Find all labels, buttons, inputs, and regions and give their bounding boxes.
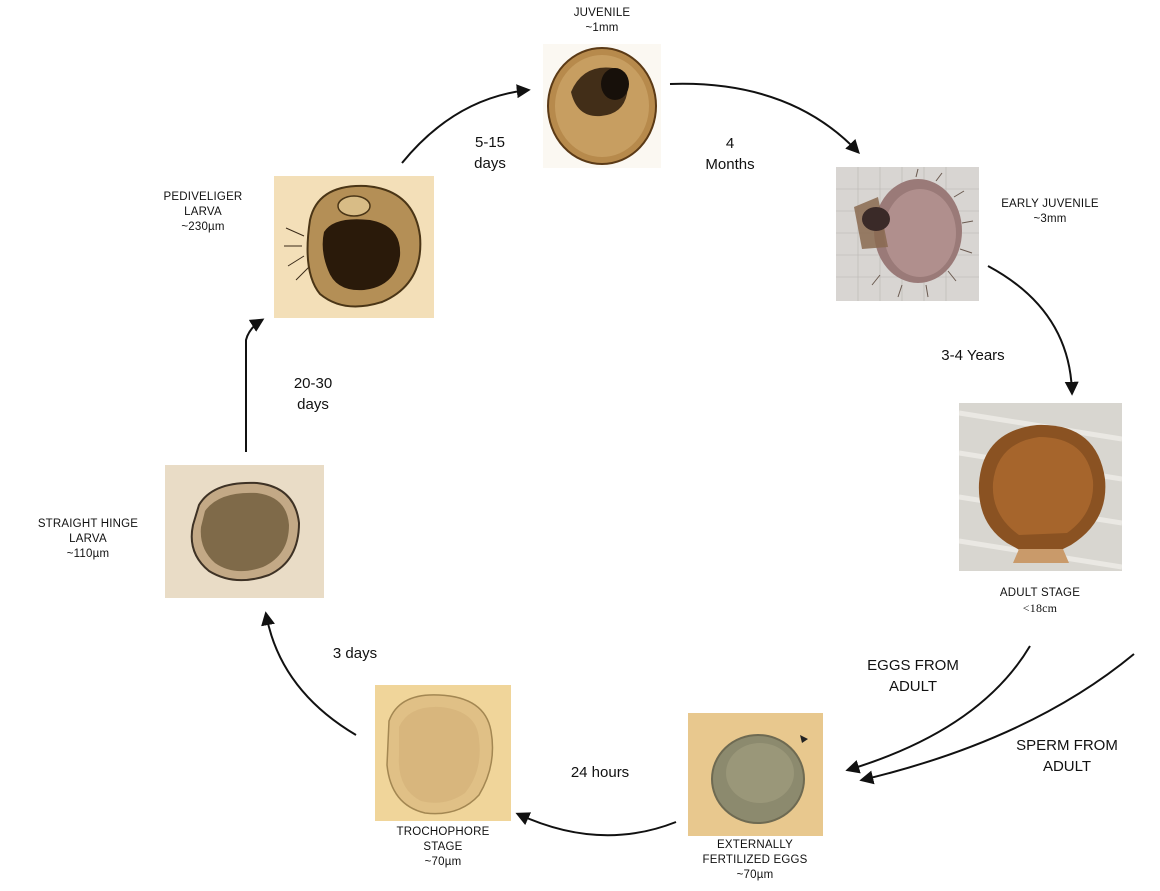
fertilized-eggs-size: ~70µm (680, 868, 830, 883)
juvenile-label: JUVENILE ~1mm (552, 6, 652, 36)
trochophore-line2: STAGE (368, 840, 518, 855)
pediveliger-photo (274, 176, 434, 318)
pediveliger-line1: PEDIVELIGER (138, 190, 268, 205)
duration-line: Months (680, 154, 780, 175)
adult-name: ADULT STAGE (965, 586, 1115, 601)
duration-early-to-adult: 3-4 Years (908, 345, 1038, 366)
early-juvenile-photo (836, 167, 979, 301)
early-juvenile-size: ~3mm (975, 212, 1125, 227)
straight-hinge-line1: STRAIGHT HINGE (18, 517, 158, 532)
fertilized-eggs-line2: FERTILIZED EGGS (680, 853, 830, 868)
juvenile-name: JUVENILE (552, 6, 652, 21)
straight-hinge-photo (165, 465, 324, 598)
fertilized-eggs-label: EXTERNALLY FERTILIZED EGGS ~70µm (680, 838, 830, 883)
fertilized-eggs-line1: EXTERNALLY (680, 838, 830, 853)
duration-pediveliger-to-juvenile: 5-15 days (440, 132, 540, 174)
duration-line: 5-15 (440, 132, 540, 153)
adult-photo (959, 403, 1122, 571)
pediveliger-size: ~230µm (138, 220, 268, 235)
trochophore-photo (375, 685, 511, 821)
fertilized-eggs-photo (688, 713, 823, 836)
sperm-line2: ADULT (1002, 756, 1132, 777)
early-juvenile-name: EARLY JUVENILE (975, 197, 1125, 212)
adult-size: <18cm (965, 601, 1115, 616)
arrow-early-juvenile-to-adult (988, 266, 1072, 393)
duration-hinge-to-pediveliger: 20-30 days (258, 373, 368, 415)
duration-line: 4 (680, 133, 780, 154)
juvenile-size: ~1mm (552, 21, 652, 36)
straight-hinge-size: ~110µm (18, 547, 158, 562)
sperm-from-adult-label: SPERM FROM ADULT (1002, 735, 1132, 777)
pediveliger-label: PEDIVELIGER LARVA ~230µm (138, 190, 268, 235)
straight-hinge-line2: LARVA (18, 532, 158, 547)
duration-line: 3 days (300, 643, 410, 664)
eggs-line1: EGGS FROM (848, 655, 978, 676)
duration-trochophore-to-hinge: 3 days (300, 643, 410, 664)
trochophore-label: TROCHOPHORE STAGE ~70µm (368, 825, 518, 870)
duration-line: 24 hours (540, 762, 660, 783)
sperm-line1: SPERM FROM (1002, 735, 1132, 756)
duration-eggs-to-trochophore: 24 hours (540, 762, 660, 783)
trochophore-line1: TROCHOPHORE (368, 825, 518, 840)
trochophore-size: ~70µm (368, 855, 518, 870)
early-juvenile-label: EARLY JUVENILE ~3mm (975, 197, 1125, 227)
duration-line: 20-30 (258, 373, 368, 394)
arrow-eggs-to-trochophore (518, 814, 676, 835)
juvenile-photo (543, 44, 661, 168)
duration-line: days (440, 153, 540, 174)
duration-line: 3-4 Years (908, 345, 1038, 366)
adult-label: ADULT STAGE <18cm (965, 586, 1115, 616)
straight-hinge-label: STRAIGHT HINGE LARVA ~110µm (18, 517, 158, 562)
pediveliger-line2: LARVA (138, 205, 268, 220)
eggs-line2: ADULT (848, 676, 978, 697)
duration-juvenile-to-early: 4 Months (680, 133, 780, 175)
eggs-from-adult-label: EGGS FROM ADULT (848, 655, 978, 697)
duration-line: days (258, 394, 368, 415)
arrow-trochophore-to-hinge (266, 614, 356, 735)
